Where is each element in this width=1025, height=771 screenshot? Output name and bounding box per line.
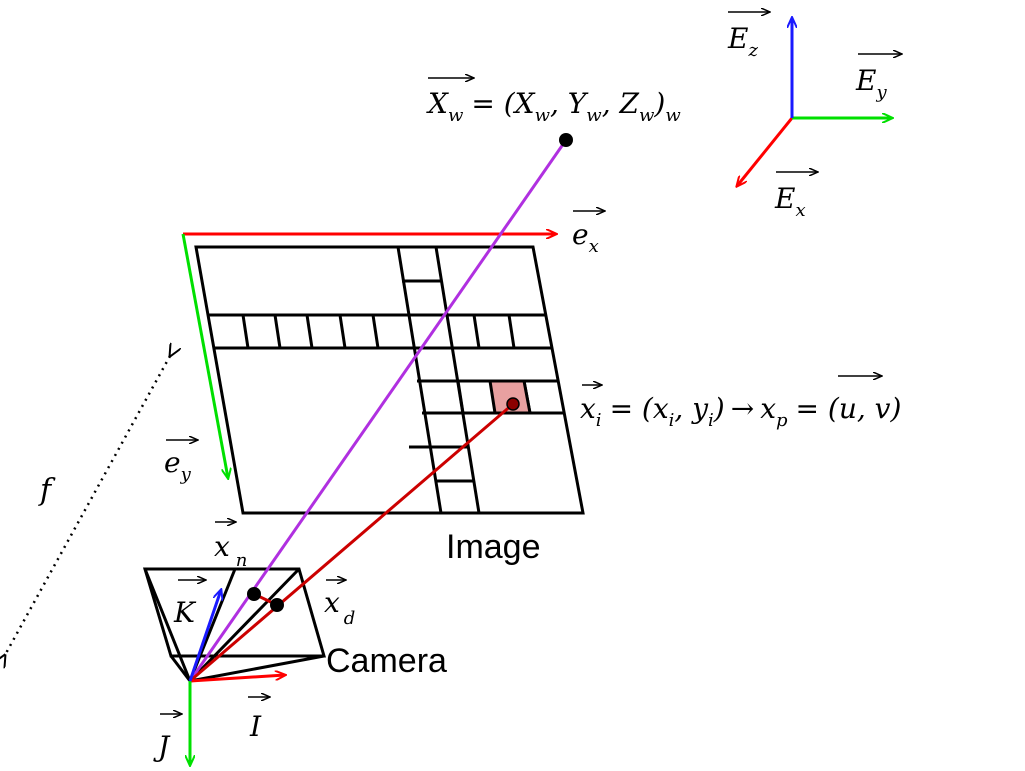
image-plane: [194, 245, 585, 515]
svg-text:Ex: Ex: [774, 182, 806, 221]
image-plane-label: Image: [446, 528, 541, 566]
focal-length-label: f: [38, 473, 56, 508]
highlighted-pixel: [488, 379, 532, 415]
E-x-label: Ex: [774, 172, 818, 221]
camera-label: Camera: [326, 642, 447, 680]
E-y-label: Ey: [855, 54, 902, 103]
focal-length-arrow: [5, 356, 170, 655]
E-z-label: Ez: [727, 12, 770, 61]
world-point-label: Xw= (Xw, Yw, Zw)w: [426, 78, 681, 126]
e-x-label: ex: [572, 211, 605, 257]
normalized-point-dot: [247, 587, 261, 601]
J-label: J: [153, 714, 182, 763]
svg-text:ey: ey: [164, 446, 192, 485]
pixel-ray: [189, 402, 514, 683]
svg-text:K: K: [173, 596, 197, 629]
svg-text:I: I: [249, 710, 262, 743]
camera-body: [142, 567, 326, 683]
svg-text:xn: xn: [214, 530, 247, 571]
image-point-label: xi= (xi, yi)→xp= (u, v): [580, 376, 901, 431]
world-frame: [737, 18, 892, 186]
svg-text:ex: ex: [572, 218, 599, 257]
image-plane-outline: [194, 245, 585, 515]
K-label: K: [173, 580, 206, 629]
world-point-dot: [559, 133, 573, 147]
svg-text:Ey: Ey: [855, 64, 887, 103]
svg-text:xd: xd: [324, 586, 355, 629]
svg-text:Ez: Ez: [727, 22, 758, 61]
pixel-point-dot: [506, 397, 520, 411]
distorted-point-dot: [270, 598, 284, 612]
camera-I-axis: [189, 675, 285, 683]
world-x-axis: [737, 117, 794, 186]
svg-text:J: J: [153, 730, 171, 763]
image-y-axis: [181, 233, 228, 478]
camera-K-axis: [188, 590, 221, 682]
I-label: I: [248, 697, 270, 743]
svg-text:Xw= (Xw, Yw, Zw)w: Xw= (Xw, Yw, Zw)w: [426, 87, 681, 126]
e-y-label: ey: [164, 440, 198, 485]
svg-text:xi= (xi, yi)→xp= (u, v): xi= (xi, yi)→xp= (u, v): [580, 392, 901, 431]
